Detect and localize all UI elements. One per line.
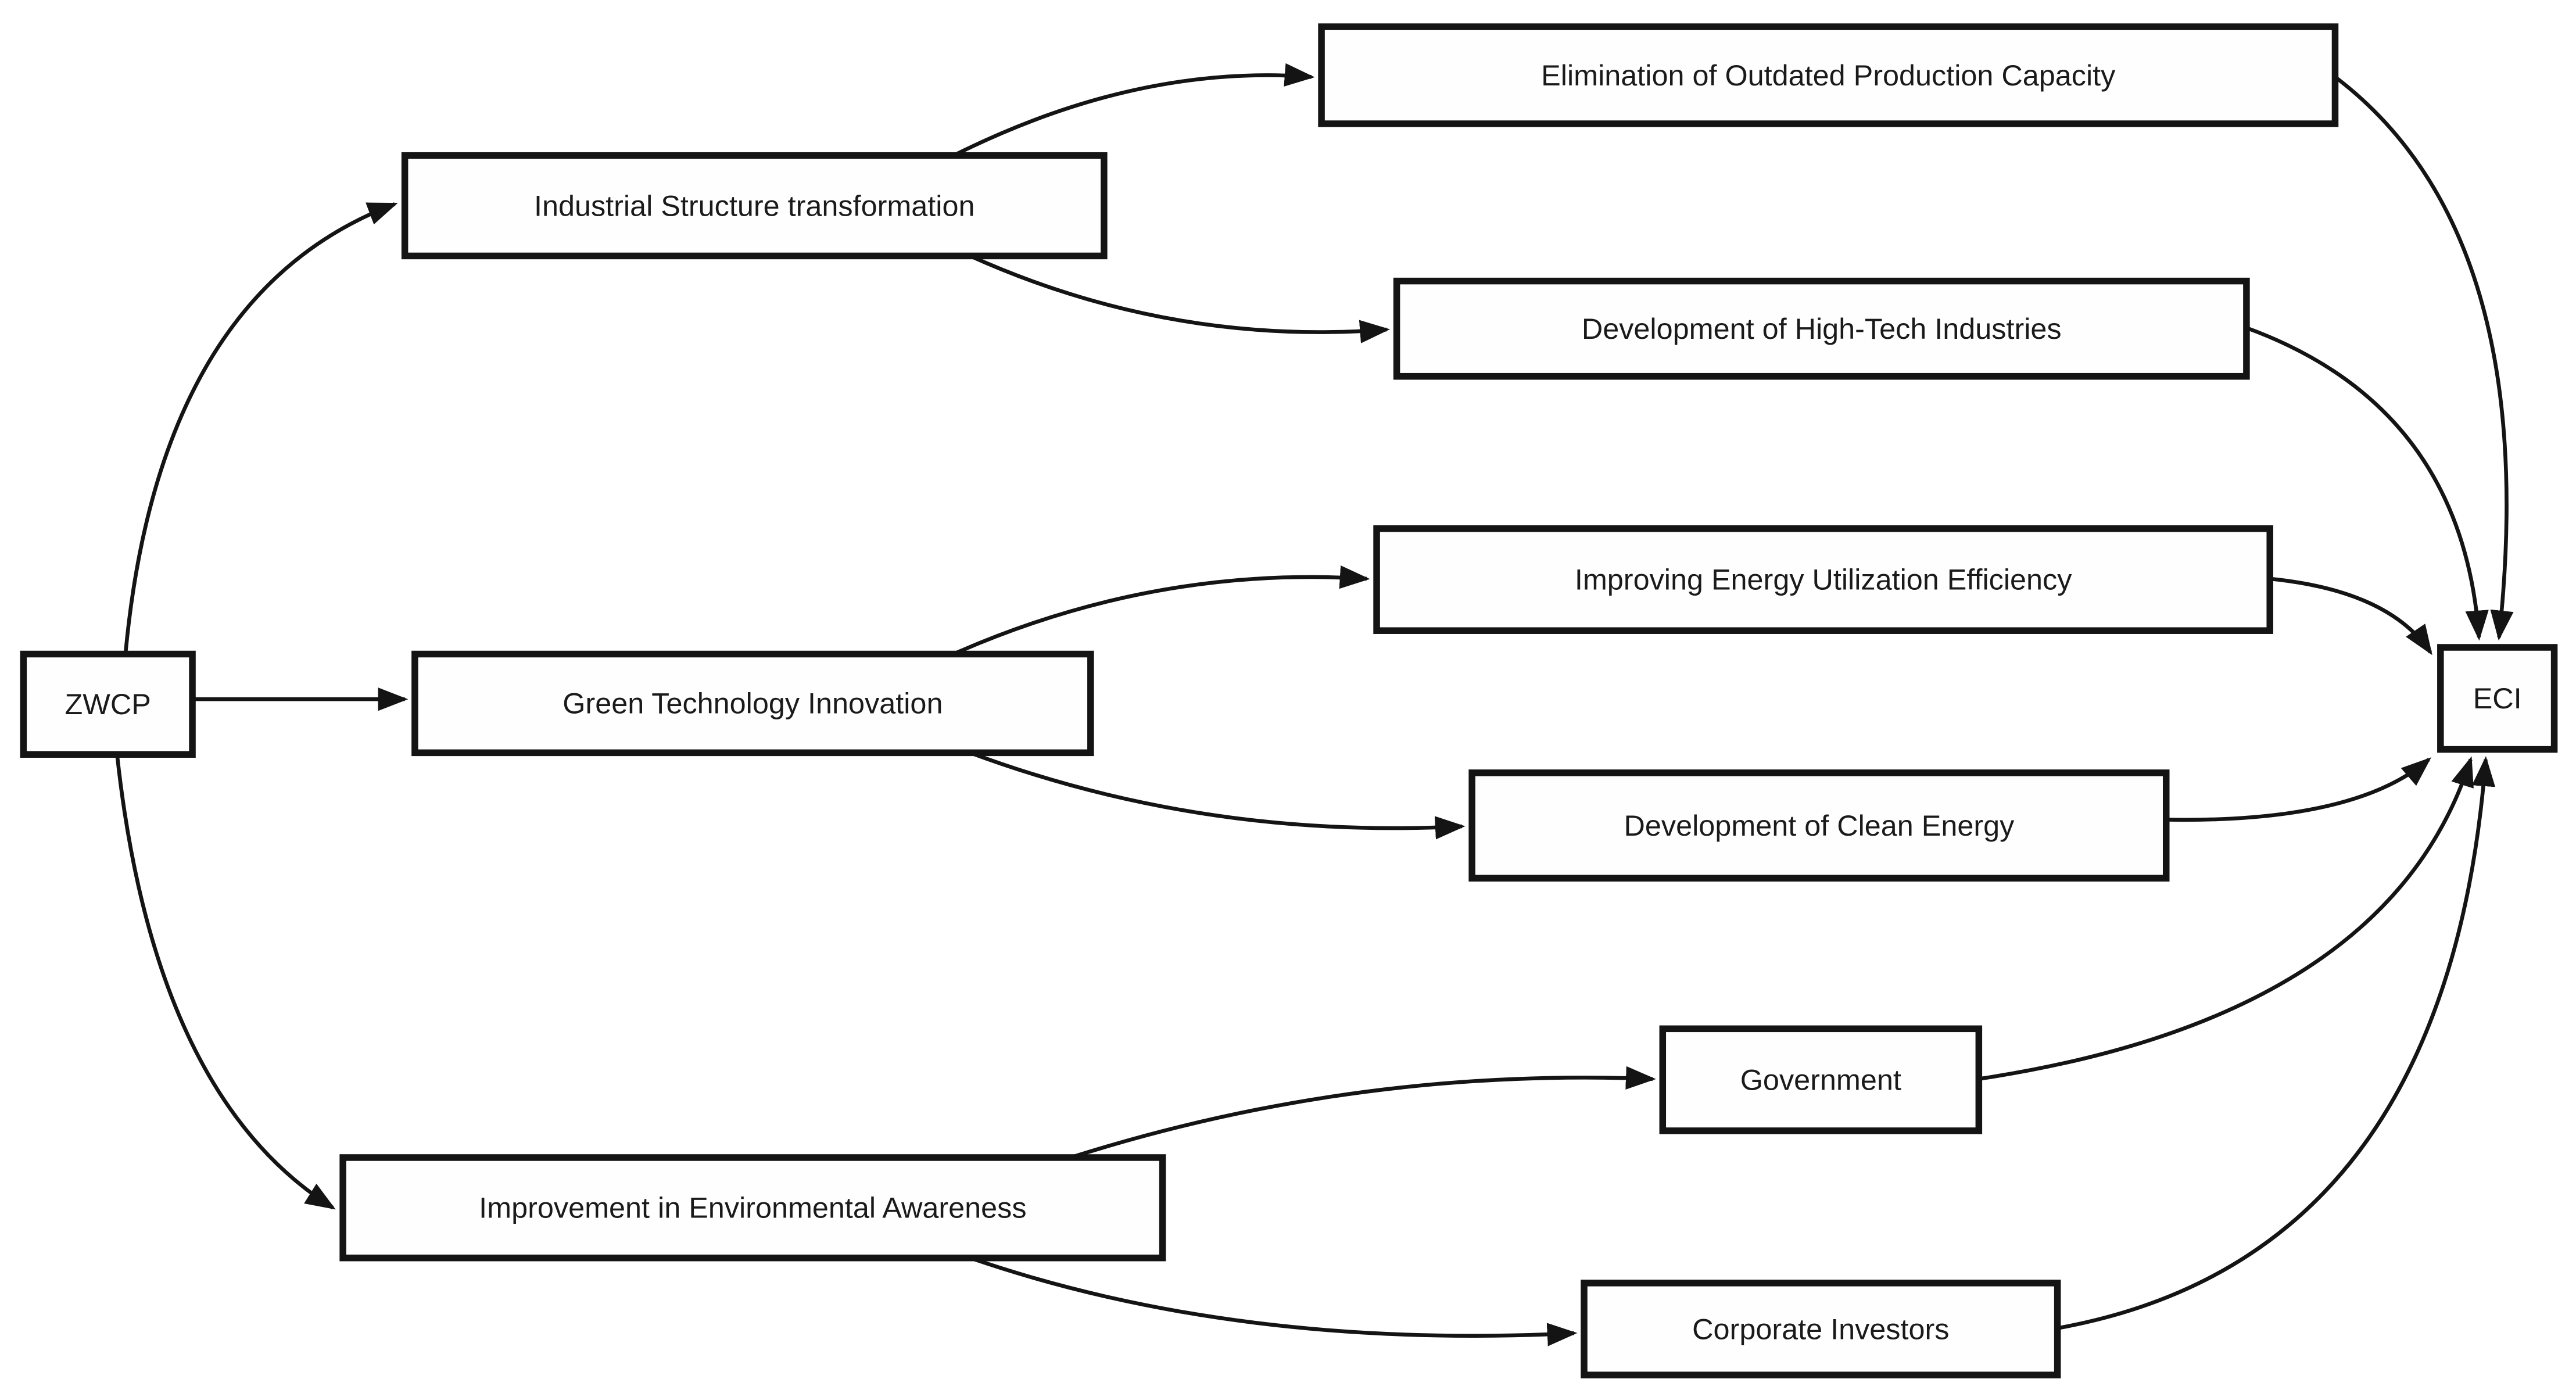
node-box-eopc xyxy=(1318,23,2339,127)
node-box-eci xyxy=(2437,644,2558,753)
edge-dhti-to-eci xyxy=(2245,326,2489,641)
node-box-iea xyxy=(339,1154,1166,1262)
node-label-gti: Green Technology Innovation xyxy=(563,687,943,720)
edge-ist-to-eopc xyxy=(952,63,1315,157)
node-eopc: Elimination of Outdated Production Capac… xyxy=(1318,23,2339,127)
node-label-dhti: Development of High-Tech Industries xyxy=(1582,312,2062,345)
edge-gov-to-eci xyxy=(1978,756,2474,1081)
node-label-ieue: Improving Energy Utilization Efficiency xyxy=(1575,563,2072,596)
node-box-gov xyxy=(1659,1025,1983,1134)
node-box-ci xyxy=(1581,1280,2061,1378)
edge-ci-to-eci xyxy=(2057,756,2496,1330)
node-label-ci: Corporate Investors xyxy=(1692,1312,1949,1345)
edge-gti-to-dce xyxy=(969,751,1466,840)
edge-eopc-to-eci xyxy=(2334,75,2514,641)
node-zwcp: ZWCP xyxy=(20,650,196,758)
edge-layer xyxy=(115,63,2514,1346)
node-ci: Corporate Investors xyxy=(1581,1280,2061,1378)
node-label-eopc: Elimination of Outdated Production Capac… xyxy=(1541,59,2116,92)
edge-gti-to-ieue xyxy=(952,565,1370,656)
node-gti: Green Technology Innovation xyxy=(411,650,1094,757)
node-label-dce: Development of Clean Energy xyxy=(1624,809,2015,842)
edge-ist-to-dhti xyxy=(969,254,1391,343)
edge-iea-to-ci xyxy=(969,1256,1578,1346)
edge-dce-to-eci xyxy=(2166,757,2432,822)
node-label-eci: ECI xyxy=(2473,682,2522,715)
node-box-dhti xyxy=(1393,277,2250,380)
node-label-iea: Improvement in Environmental Awareness xyxy=(479,1191,1026,1224)
node-label-gov: Government xyxy=(1740,1063,1901,1096)
edge-ieue-to-eci xyxy=(2269,576,2432,655)
node-label-zwcp: ZWCP xyxy=(65,687,151,721)
node-box-dce xyxy=(1468,769,2170,882)
node-eci: ECI xyxy=(2437,644,2558,753)
node-ist: Industrial Structure transformation xyxy=(401,152,1108,260)
node-ieue: Improving Energy Utilization Efficiency xyxy=(1373,525,2273,634)
node-iea: Improvement in Environmental Awareness xyxy=(339,1154,1166,1262)
node-box-gti xyxy=(411,650,1094,757)
node-gov: Government xyxy=(1659,1025,1983,1134)
edge-zwcp-to-iea xyxy=(115,754,336,1210)
edge-iea-to-gov xyxy=(1070,1066,1656,1160)
edge-zwcp-to-ist xyxy=(123,202,398,654)
node-box-zwcp xyxy=(20,650,196,758)
node-label-ist: Industrial Structure transformation xyxy=(534,189,975,222)
node-box-ist xyxy=(401,152,1108,260)
node-box-ieue xyxy=(1373,525,2273,634)
node-dhti: Development of High-Tech Industries xyxy=(1393,277,2250,380)
node-dce: Development of Clean Energy xyxy=(1468,769,2170,882)
